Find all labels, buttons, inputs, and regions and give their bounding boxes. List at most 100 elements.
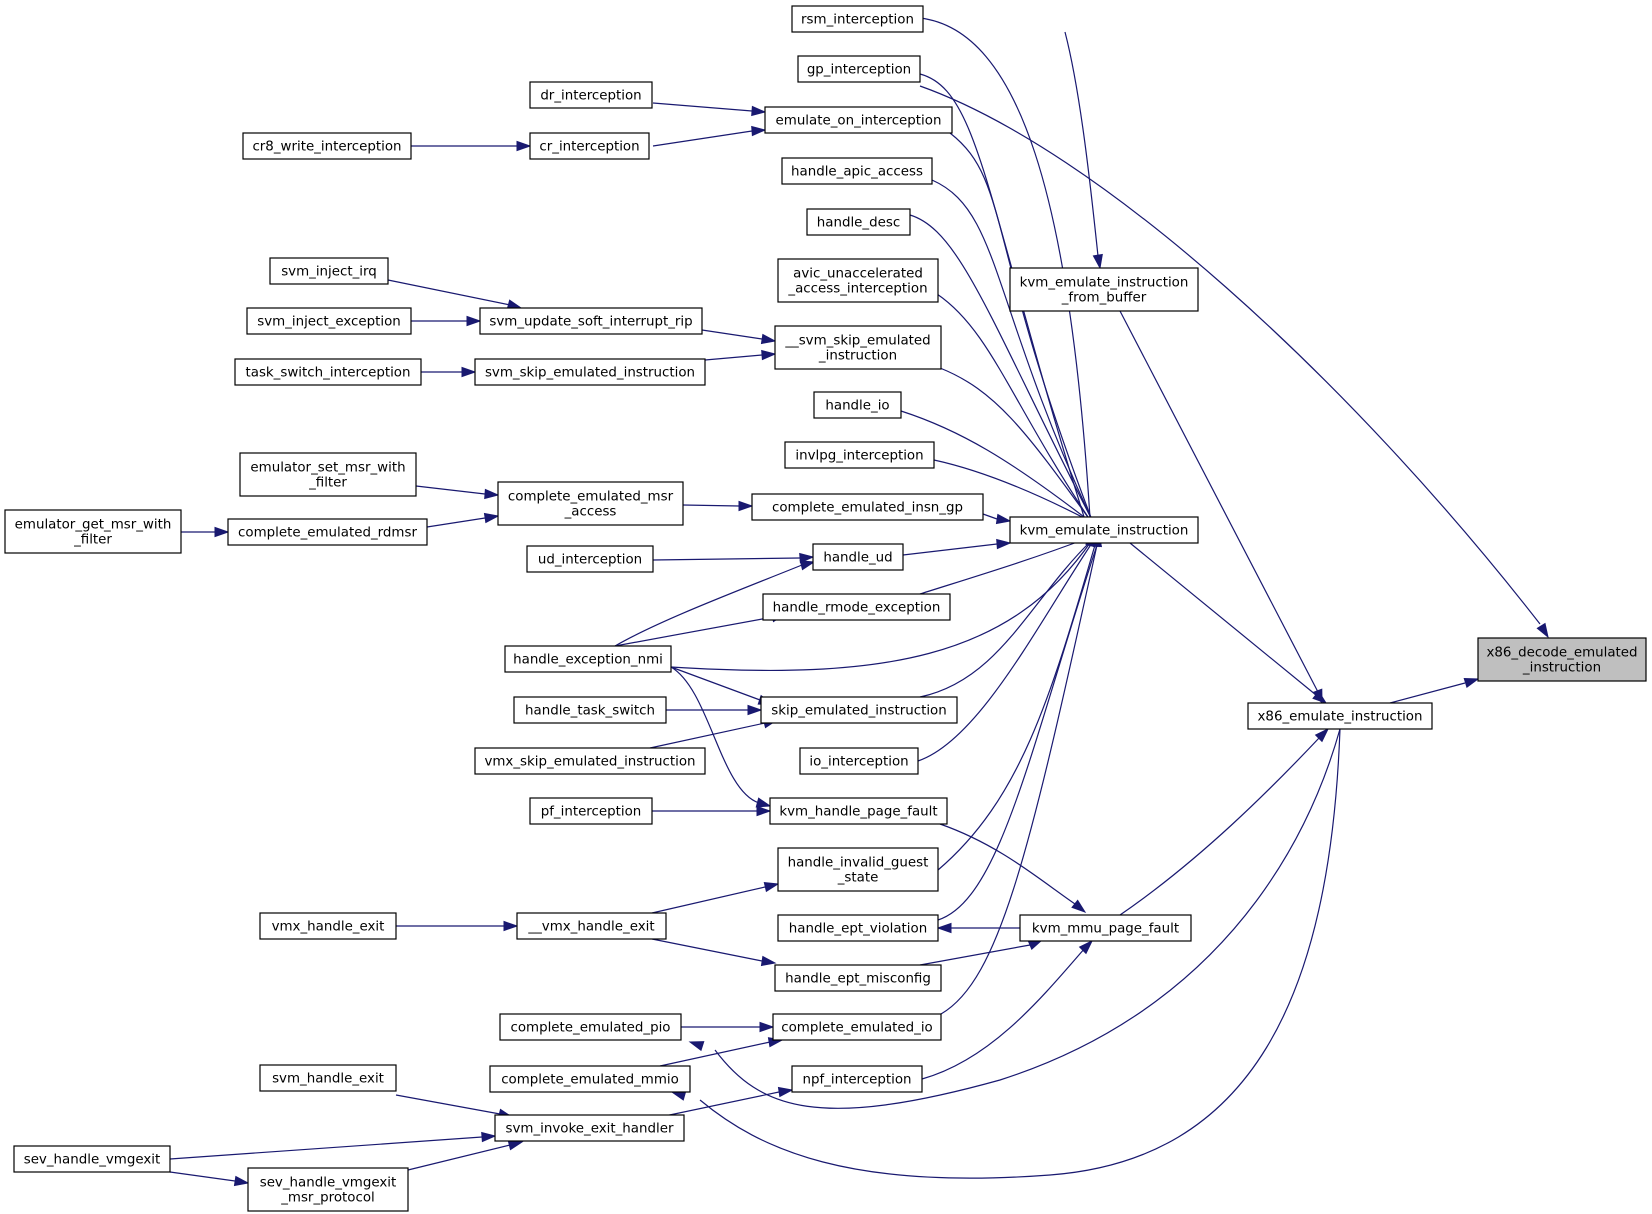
node-svm-exit[interactable]: svm_handle_exit	[259, 1064, 397, 1092]
node-box	[227, 518, 428, 546]
node-box	[1009, 516, 1199, 544]
node-cr[interactable]: cr_interception	[529, 132, 650, 160]
node-io-int[interactable]: io_interception	[799, 747, 919, 775]
node-h-nmi[interactable]: handle_exception_nmi	[504, 645, 672, 673]
arrowhead-icon	[799, 552, 815, 564]
arrowhead-icon	[761, 349, 777, 361]
node-cei-gp[interactable]: complete_emulated_insn_gp	[751, 493, 984, 521]
edge-to-svm_skip_em	[701, 329, 763, 340]
node-box	[242, 132, 412, 160]
node-kvm-from-buf[interactable]: kvm_emulate_instruction_from_buffer	[1009, 267, 1199, 312]
node-vmx-exit[interactable]: vmx_handle_exit	[259, 912, 397, 940]
edge-to-kvm_emu	[933, 459, 1089, 521]
node-cem[interactable]: complete_emulated_mmio	[489, 1065, 691, 1093]
edge-to-kvm_mmu	[921, 947, 1086, 1080]
node-label: x86_emulate_instruction	[1258, 710, 1423, 725]
node-label: handle_apic_access	[791, 165, 923, 180]
node-invlpg[interactable]: invlpg_interception	[784, 441, 935, 469]
node-em-get[interactable]: emulator_get_msr_with_filter	[4, 509, 182, 554]
node-kvm-mmu[interactable]: kvm_mmu_page_fault	[1019, 914, 1192, 942]
node-gp[interactable]: gp_interception	[797, 55, 921, 83]
node-avic[interactable]: avic_unaccelerated_access_interception	[777, 258, 939, 303]
node-task-sw[interactable]: task_switch_interception	[234, 358, 422, 386]
node-rsm[interactable]: rsm_interception	[791, 5, 924, 33]
node-label: svm_inject_irq	[281, 265, 377, 280]
node-label: _msr_protocol	[280, 1191, 375, 1206]
node-svm-exc[interactable]: svm_inject_exception	[246, 307, 412, 335]
node-box	[474, 747, 706, 775]
node-label: _access_interception	[787, 282, 927, 297]
node-pf-int[interactable]: pf_interception	[529, 797, 653, 825]
arrowhead-icon	[996, 538, 1012, 550]
node-label: complete_emulated_rdmsr	[238, 526, 417, 541]
node-cei[interactable]: complete_emulated_io	[772, 1013, 942, 1041]
node-svm-irq[interactable]: svm_inject_irq	[269, 257, 389, 285]
node-svm-skip[interactable]: svm_skip_emulated_instruction	[474, 358, 706, 386]
node-box	[234, 358, 422, 386]
node-x86-dec[interactable]: x86_decode_emulated_instruction	[1477, 637, 1647, 682]
node-h-ud[interactable]: handle_ud	[812, 543, 904, 571]
node-svm-inv[interactable]: svm_invoke_exit_handler	[494, 1114, 685, 1142]
node-svm-soft[interactable]: svm_update_soft_interrupt_rip	[479, 307, 703, 335]
node-em-set[interactable]: emulator_set_msr_with_filter	[239, 452, 417, 497]
edge-to-kvm_emu	[919, 539, 1093, 698]
node-npf[interactable]: npf_interception	[791, 1065, 923, 1093]
node-label: __svm_skip_emulated	[784, 334, 930, 349]
edge-to-kvm_emu	[919, 17, 1091, 519]
edge-to-svm_skip_em	[704, 354, 763, 361]
node-label: invlpg_interception	[795, 449, 923, 464]
edge-to-emu_int	[652, 130, 753, 147]
node-label: _instruction	[818, 349, 897, 364]
arrowhead-icon	[516, 140, 532, 152]
node-h-ept-v[interactable]: handle_ept_violation	[777, 914, 939, 942]
node-cem-msr[interactable]: complete_emulated_msr_access	[497, 481, 684, 526]
node-box	[769, 797, 948, 825]
node-label: gp_interception	[807, 63, 911, 78]
node-label: handle_ept_violation	[789, 922, 927, 937]
node-svm-skip-em[interactable]: __svm_skip_emulated_instruction	[774, 325, 942, 370]
node-h-task[interactable]: handle_task_switch	[513, 696, 667, 724]
node-box	[764, 106, 953, 134]
node-ud-int[interactable]: ud_interception	[526, 545, 654, 573]
edge-to-kvm_from_buf	[1064, 31, 1099, 257]
node-h-ept-m[interactable]: handle_ept_misconfig	[774, 964, 942, 992]
node-box	[499, 1013, 682, 1041]
arrowhead-icon	[483, 512, 500, 524]
node-skip-em[interactable]: skip_emulated_instruction	[760, 696, 958, 724]
node-kvm-hpf[interactable]: kvm_handle_page_fault	[769, 797, 948, 825]
node-apic[interactable]: handle_apic_access	[781, 157, 933, 185]
node-sev[interactable]: sev_handle_vmgexit	[13, 1145, 171, 1173]
node-cr8[interactable]: cr8_write_interception	[242, 132, 412, 160]
edge-to-svm_soft	[387, 279, 511, 306]
node-h-inv[interactable]: handle_invalid_guest_state	[777, 847, 939, 892]
node-label: _state	[837, 871, 879, 886]
edge-to-emu_int	[652, 102, 753, 112]
edge-to-kvm_emu	[940, 544, 1098, 1015]
node-sev-msr[interactable]: sev_handle_vmgexit_msr_protocol	[247, 1167, 409, 1212]
node-x86-emu[interactable]: x86_emulate_instruction	[1247, 702, 1433, 730]
edge-to-x86_emu	[699, 728, 1341, 1179]
edge-to-skip_em	[670, 666, 761, 701]
node-emu-int[interactable]: emulate_on_interception	[764, 106, 953, 134]
node-desc[interactable]: handle_desc	[806, 208, 911, 236]
node-label: handle_invalid_guest	[788, 856, 929, 871]
node-cep[interactable]: complete_emulated_pio	[499, 1013, 682, 1041]
arrowhead-icon	[760, 955, 777, 967]
node-vmx-skip[interactable]: vmx_skip_emulated_instruction	[474, 747, 706, 775]
node-h-rmode[interactable]: handle_rmode_exception	[762, 593, 951, 621]
node-box	[504, 645, 672, 673]
node-label: skip_emulated_instruction	[771, 704, 946, 719]
node-box	[806, 208, 911, 236]
node-label: x86_decode_emulated	[1486, 646, 1637, 661]
node-box	[259, 912, 397, 940]
arrowhead-icon	[461, 366, 477, 378]
node-label: task_switch_interception	[246, 366, 411, 381]
arrowhead-icon	[799, 560, 816, 571]
node-cer[interactable]: complete_emulated_rdmsr	[227, 518, 428, 546]
arrowhead-icon	[751, 125, 767, 137]
node---vmx-exit[interactable]: __vmx_handle_exit	[516, 912, 667, 940]
node-h-io[interactable]: handle_io	[813, 391, 902, 419]
node-kvm-emu[interactable]: kvm_emulate_instruction	[1009, 516, 1199, 544]
node-box	[812, 543, 904, 571]
node-dr[interactable]: dr_interception	[529, 81, 653, 109]
